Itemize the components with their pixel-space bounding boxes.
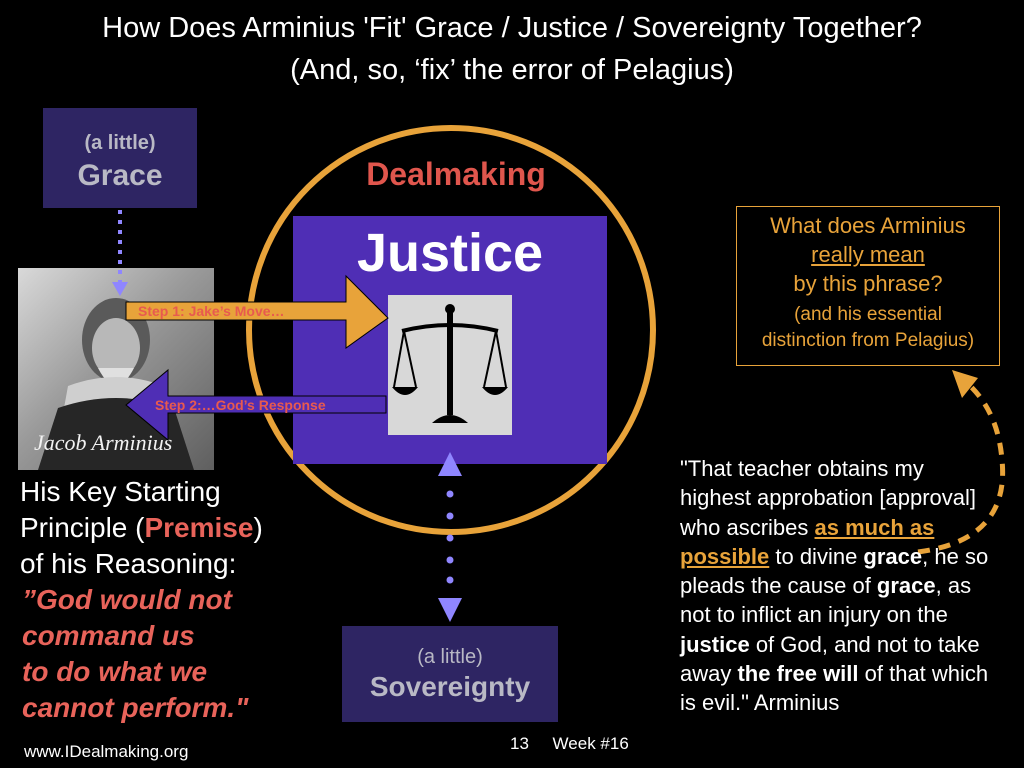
question-box: What does Arminius really mean by this p… <box>736 206 1000 366</box>
question-emphasis: really mean <box>811 242 925 267</box>
curved-dashed-arrow <box>917 380 1006 555</box>
question-line1: What does Arminius <box>770 213 966 238</box>
quote-bold-grace: grace <box>863 543 923 569</box>
premise-quote-line1: ”God would not <box>22 584 232 615</box>
grace-box-label: Grace <box>77 159 163 192</box>
sovereignty-box-qualifier: (a little) <box>417 646 483 668</box>
grace-box-qualifier: (a little) <box>84 132 156 154</box>
quote-part: of that which is evil." Arminius <box>680 661 989 716</box>
arminius-quote: "That teacher obtains my highest approba… <box>680 454 1000 718</box>
scales-of-justice-image <box>388 295 512 435</box>
step1-label: Step 1: Jake’s Move… <box>138 303 285 319</box>
question-sub: (and his essential distinction from Pela… <box>737 302 999 354</box>
curved-arrowhead <box>952 370 978 398</box>
quote-part: of God, and not to take away <box>680 631 980 687</box>
grace-box: (a little) Grace <box>43 108 197 208</box>
premise-line2: Principle (Premise) <box>20 510 263 546</box>
quote-part: , as not to inflict an injury on the <box>680 573 972 628</box>
premise-quote-line2: command us <box>22 620 195 651</box>
dealmaking-label: Dealmaking <box>366 156 546 192</box>
quote-bold-free-will: the free will <box>737 661 859 687</box>
premise-keyword: Premise <box>144 512 254 543</box>
quote-part: to divine <box>769 543 864 569</box>
premise-line3: of his Reasoning: <box>20 548 237 579</box>
premise-text: His Key Starting Principle (Premise) of … <box>20 474 263 582</box>
week-label: Week #16 <box>552 734 629 753</box>
premise-line2-pre: Principle ( <box>20 512 145 543</box>
premise-quote-line4: cannot perform." <box>22 692 249 723</box>
quote-bold-justice: justice <box>680 631 750 657</box>
question-line4: (and his essential <box>794 304 942 325</box>
quote-bold-grace: grace <box>876 573 936 599</box>
slide-title-line2: (And, so, ‘fix’ the error of Pelagius) <box>290 54 734 86</box>
down-arrowhead <box>438 598 462 622</box>
question-line5: distinction from Pelagius) <box>761 330 975 351</box>
step2-arrow <box>125 368 387 442</box>
step2-label: Step 2:…God’s Response <box>155 397 326 413</box>
slide-title-line1: How Does Arminius 'Fit' Grace / Justice … <box>102 12 922 44</box>
dealmaking-circle <box>246 125 656 535</box>
grace-down-arrowhead <box>112 282 128 296</box>
question-line2: really mean <box>737 240 999 269</box>
step1-arrow <box>125 274 389 349</box>
portrait-caption: Jacob Arminius <box>34 430 173 455</box>
justice-label: Justice <box>356 223 544 283</box>
quote-part: , he so pleads the cause of <box>680 543 989 599</box>
footer-slide-info: 13 Week #16 <box>510 734 629 754</box>
premise-line1: His Key Starting <box>20 476 221 507</box>
quote-part: "That teacher obtains my highest approba… <box>680 456 976 540</box>
premise-quote-line3: to do what we <box>22 656 208 687</box>
sovereignty-box: (a little) Sovereignty <box>342 626 558 722</box>
premise-quote: ”God would not command us to do what we … <box>22 582 248 726</box>
scales-icon <box>392 304 508 423</box>
quote-emphasis: as much as possible <box>680 514 935 569</box>
question-line3: by this phrase? <box>793 271 943 296</box>
sovereignty-box-label: Sovereignty <box>369 671 531 702</box>
slide-number: 13 <box>510 734 529 753</box>
footer-website: www.IDealmaking.org <box>24 742 189 761</box>
up-arrowhead <box>438 452 462 476</box>
premise-line2-post: ) <box>253 512 263 543</box>
